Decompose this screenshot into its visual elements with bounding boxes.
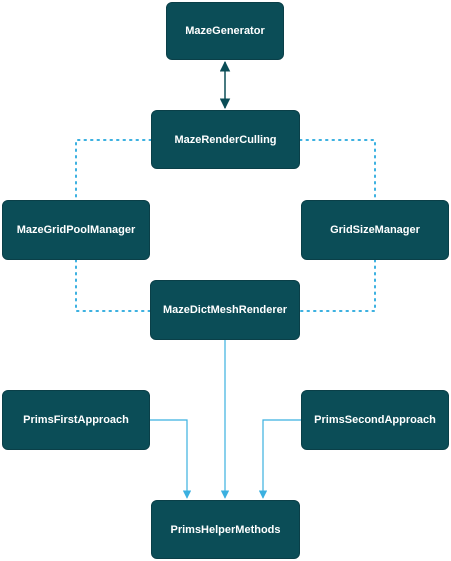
node-maze-render-culling[interactable]: MazeRenderCulling xyxy=(151,110,300,169)
node-label: PrimsSecondApproach xyxy=(314,414,436,426)
node-maze-dict-mesh-renderer[interactable]: MazeDictMeshRenderer xyxy=(150,280,300,340)
node-label: MazeDictMeshRenderer xyxy=(162,304,288,316)
node-label: PrimsHelperMethods xyxy=(170,523,281,536)
edge-culling-gridsize xyxy=(299,139,376,201)
node-label: GridSizeManager xyxy=(330,224,420,236)
node-prims-helper-methods[interactable]: PrimsHelperMethods xyxy=(151,500,300,559)
edge-gridsize-dictmesh xyxy=(299,259,376,312)
edge-pool-dictmesh xyxy=(75,259,151,312)
node-label: MazeGenerator xyxy=(185,25,265,37)
edge-prims2-helper xyxy=(258,419,301,499)
edge-culling-pool xyxy=(75,139,152,201)
node-prims-first-approach[interactable]: PrimsFirstApproach xyxy=(2,390,150,450)
node-label: MazeRenderCulling xyxy=(174,133,277,146)
node-label: MazeGridPoolManager xyxy=(16,224,136,236)
node-maze-grid-pool-manager[interactable]: MazeGridPoolManager xyxy=(2,200,150,260)
node-label: PrimsFirstApproach xyxy=(23,414,129,426)
node-prims-second-approach[interactable]: PrimsSecondApproach xyxy=(301,390,449,450)
node-grid-size-manager[interactable]: GridSizeManager xyxy=(301,200,449,260)
edge-prims1-helper xyxy=(150,419,192,499)
node-maze-generator[interactable]: MazeGenerator xyxy=(166,2,284,60)
